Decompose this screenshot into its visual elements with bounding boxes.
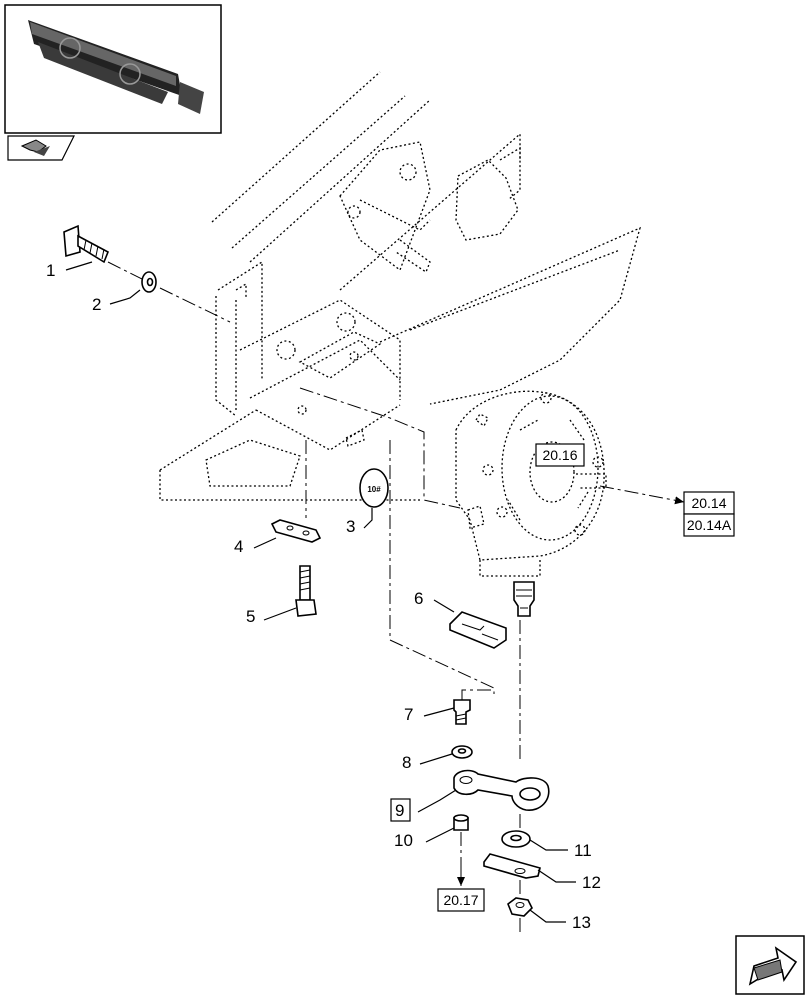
callout-number: 6	[414, 589, 423, 608]
header-thumbnail-icon	[28, 20, 204, 114]
callout-2[interactable]: 2	[92, 289, 141, 314]
part-3-decal: 10#	[359, 468, 389, 508]
gearbox	[455, 390, 607, 617]
callout-number: 8	[402, 753, 411, 772]
header-thumbnail[interactable]	[4, 4, 222, 134]
callout-number: 4	[234, 537, 243, 556]
callout-number: 7	[404, 705, 413, 724]
callout-1[interactable]: 1	[46, 261, 93, 280]
previous-page-button[interactable]	[7, 135, 75, 161]
previous-page-icon	[20, 139, 50, 156]
callout-8[interactable]: 8	[402, 753, 453, 772]
callout-number: 2	[92, 295, 101, 314]
part-12-plate	[483, 853, 541, 879]
reference-gearbox[interactable]: 20.16	[535, 443, 585, 467]
next-page-button[interactable]	[735, 935, 805, 995]
part-10-bushing	[453, 814, 469, 831]
part-8-washer	[451, 745, 473, 759]
callout-9[interactable]: 9	[390, 789, 457, 822]
callout-number: 1	[46, 261, 55, 280]
callout-7[interactable]: 7	[404, 705, 455, 724]
callout-number: 3	[346, 517, 355, 536]
callout-6[interactable]: 6	[414, 589, 455, 613]
callout-13[interactable]: 13	[529, 909, 591, 932]
reference-label: 20.17	[443, 892, 478, 908]
part-11-washer	[501, 830, 531, 848]
reference-label: 20.16	[542, 447, 577, 463]
callout-5[interactable]: 5	[246, 607, 297, 626]
part-9-lever	[453, 769, 550, 811]
part-7-bolt	[453, 699, 471, 725]
callout-number: 12	[582, 873, 601, 892]
center-lines	[107, 261, 521, 934]
callout-4[interactable]: 4	[234, 537, 277, 556]
callout-number: 10	[394, 831, 413, 850]
reference-down[interactable]: 20.17	[437, 866, 485, 912]
callout-10[interactable]: 10	[394, 827, 455, 850]
header-frame	[159, 71, 641, 501]
callout-number: 13	[572, 913, 591, 932]
callout-number: 9	[395, 801, 404, 820]
reference-label: 20.14A	[687, 517, 732, 533]
reference-label: 20.14	[691, 495, 726, 511]
callout-11[interactable]: 11	[529, 839, 592, 860]
decal-tag-text: 10#	[367, 485, 381, 494]
part-1-bolt	[63, 224, 110, 264]
callout-12[interactable]: 12	[537, 869, 601, 892]
part-13-nut	[507, 897, 533, 917]
part-6-clip	[449, 611, 507, 649]
callout-number: 5	[246, 607, 255, 626]
part-5-bolt	[295, 565, 317, 617]
next-page-icon	[748, 946, 798, 986]
callout-number: 11	[574, 841, 592, 860]
part-4-plate	[270, 519, 322, 543]
callout-3[interactable]: 3	[346, 508, 373, 536]
part-2-washer	[141, 271, 157, 293]
reference-output[interactable]: 20.14 20.14A	[599, 485, 735, 537]
